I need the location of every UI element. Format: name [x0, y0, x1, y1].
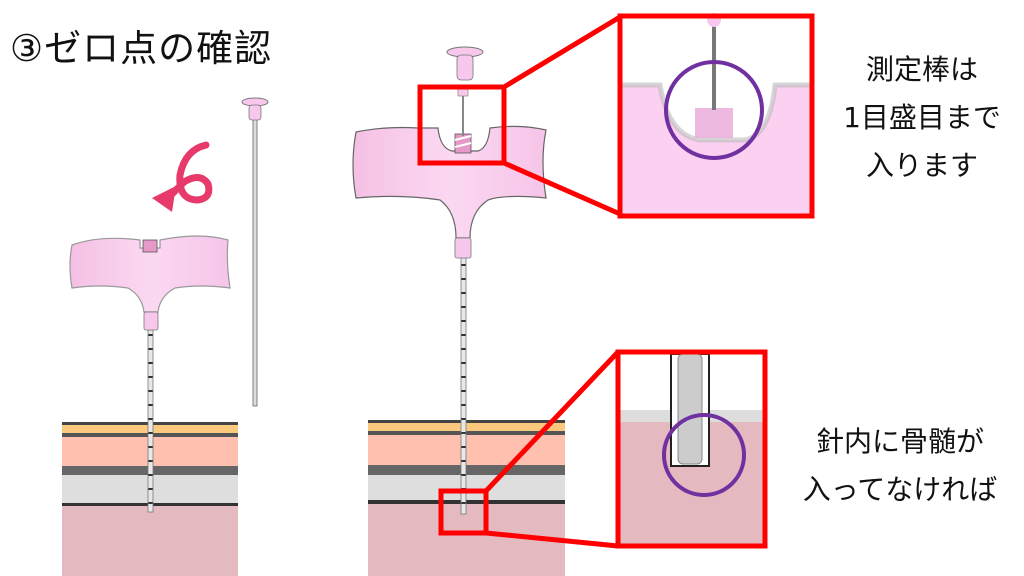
highlight-circle-bottom [662, 413, 746, 497]
needle-handle-middle [352, 125, 547, 239]
tissue-layers-middle [368, 420, 565, 576]
callout-top [417, 13, 815, 219]
needle-handle-left [69, 235, 231, 313]
highlight-circle-top [664, 60, 764, 160]
zoom-detail-top [622, 13, 810, 214]
note-line: 針内に骨髄が [815, 425, 984, 458]
insert-arrow-icon [166, 141, 213, 204]
page-title: ③ゼロ点の確認 [10, 27, 273, 70]
note-line: 入ります [865, 149, 978, 182]
arrow-head [152, 186, 176, 212]
note-line: 入ってなければ [802, 473, 998, 506]
needle-middle [352, 46, 547, 515]
note-stylet-depth: 測定棒は 1目盛目まで 入ります [832, 46, 1012, 190]
stylet [241, 97, 269, 407]
callout-bottom [438, 349, 768, 549]
note-line: 1目盛目まで [843, 101, 1001, 134]
needle-left [69, 235, 231, 513]
zoom-detail-bottom [619, 353, 764, 544]
note-marrow: 針内に骨髄が 入ってなければ [780, 418, 1020, 514]
note-line: 測定棒は [865, 53, 978, 86]
